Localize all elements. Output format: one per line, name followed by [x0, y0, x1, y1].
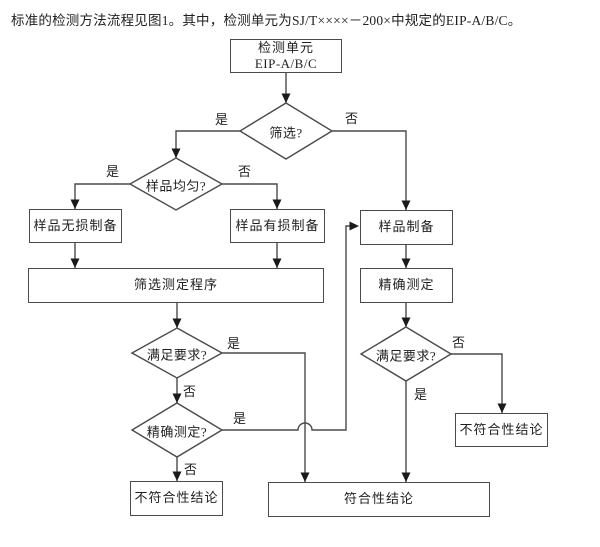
arrow-into-sample-prep-top: [401, 200, 411, 210]
arrow-into-uniform: [171, 148, 181, 158]
node-detection-unit-title: 检测单元: [257, 39, 314, 55]
branch-label-uniform-no: 否: [238, 164, 252, 179]
edge-uniform-no: [222, 183, 278, 209]
arrow-into-nonconformity-left: [172, 471, 182, 481]
arrow-into-precise-decision: [172, 393, 182, 403]
arrow-into-nonconformity-right: [497, 403, 507, 413]
node-sample-destructive-prep: 样品有损制备: [230, 209, 325, 243]
arrow-into-conformity-left: [300, 472, 310, 482]
branch-label-meets-right-yes: 是: [414, 387, 428, 402]
branch-label-screening-yes: 是: [215, 112, 229, 127]
arrow-into-procedure-right: [272, 258, 282, 268]
decision-screening: [238, 102, 334, 160]
edge-screening-yes: [175, 130, 240, 158]
decision-meets-requirement-left: [130, 327, 224, 379]
arrow-into-meets-right: [401, 317, 411, 327]
branch-label-precise-decision-no: 否: [184, 462, 198, 477]
decision-precise-measurement-label: 精确测定?: [146, 424, 208, 440]
edge-screening-no: [332, 130, 407, 210]
node-nonconformity-conclusion-right: 不符合性结论: [455, 413, 548, 447]
arrow-loop-into-sample-prep: [349, 221, 359, 231]
decision-diamonds: [128, 102, 453, 458]
decision-screening-label: 筛选?: [269, 125, 303, 141]
edge-uniform-yes: [74, 183, 130, 209]
edge-meets-right-no: [451, 353, 503, 413]
node-precise-measurement: 精确测定: [360, 268, 453, 303]
branch-label-meets-left-yes: 是: [227, 336, 241, 351]
branch-label-screening-no: 否: [345, 111, 359, 126]
intro-text: 标准的检测方法流程见图1。其中，检测单元为SJ/T××××－200×中规定的EI…: [11, 13, 522, 28]
node-detection-unit-subtitle: EIP-A/B/C: [254, 56, 318, 71]
edge-precise-decision-yes-loop: [222, 225, 352, 431]
decision-precise-measurement: [130, 402, 224, 458]
branch-label-meets-right-no: 否: [452, 335, 466, 350]
edge-meets-left-yes: [222, 352, 306, 482]
branch-label-meets-left-no: 否: [183, 384, 197, 399]
arrow-into-screening: [281, 93, 291, 103]
arrow-into-precise-measurement: [401, 258, 411, 268]
decision-meets-requirement-right: [359, 326, 453, 382]
arrow-into-procedure-left: [70, 258, 80, 268]
arrow-into-meets-left: [172, 318, 182, 328]
decision-meets-requirement-left-label: 满足要求?: [146, 347, 208, 363]
branch-label-precise-decision-yes: 是: [233, 411, 247, 426]
decision-sample-uniform: [128, 157, 224, 211]
node-nonconformity-conclusion-left: 不符合性结论: [130, 481, 223, 516]
node-sample-nondestructive-prep: 样品无损制备: [29, 209, 122, 243]
arrowheads: [70, 93, 507, 482]
arrow-into-destructive: [272, 199, 282, 209]
node-detection-unit: 检测单元 EIP-A/B/C: [230, 39, 342, 73]
node-conformity-conclusion: 符合性结论: [268, 482, 490, 517]
branch-label-uniform-yes: 是: [106, 164, 120, 179]
decision-meets-requirement-right-label: 满足要求?: [375, 348, 437, 364]
arrow-into-conformity-right: [401, 472, 411, 482]
arrow-into-nondestructive: [70, 199, 80, 209]
node-screening-procedure: 筛选测定程序: [28, 268, 324, 303]
decision-sample-uniform-label: 样品均匀?: [145, 178, 207, 194]
node-sample-prep: 样品制备: [360, 210, 453, 245]
